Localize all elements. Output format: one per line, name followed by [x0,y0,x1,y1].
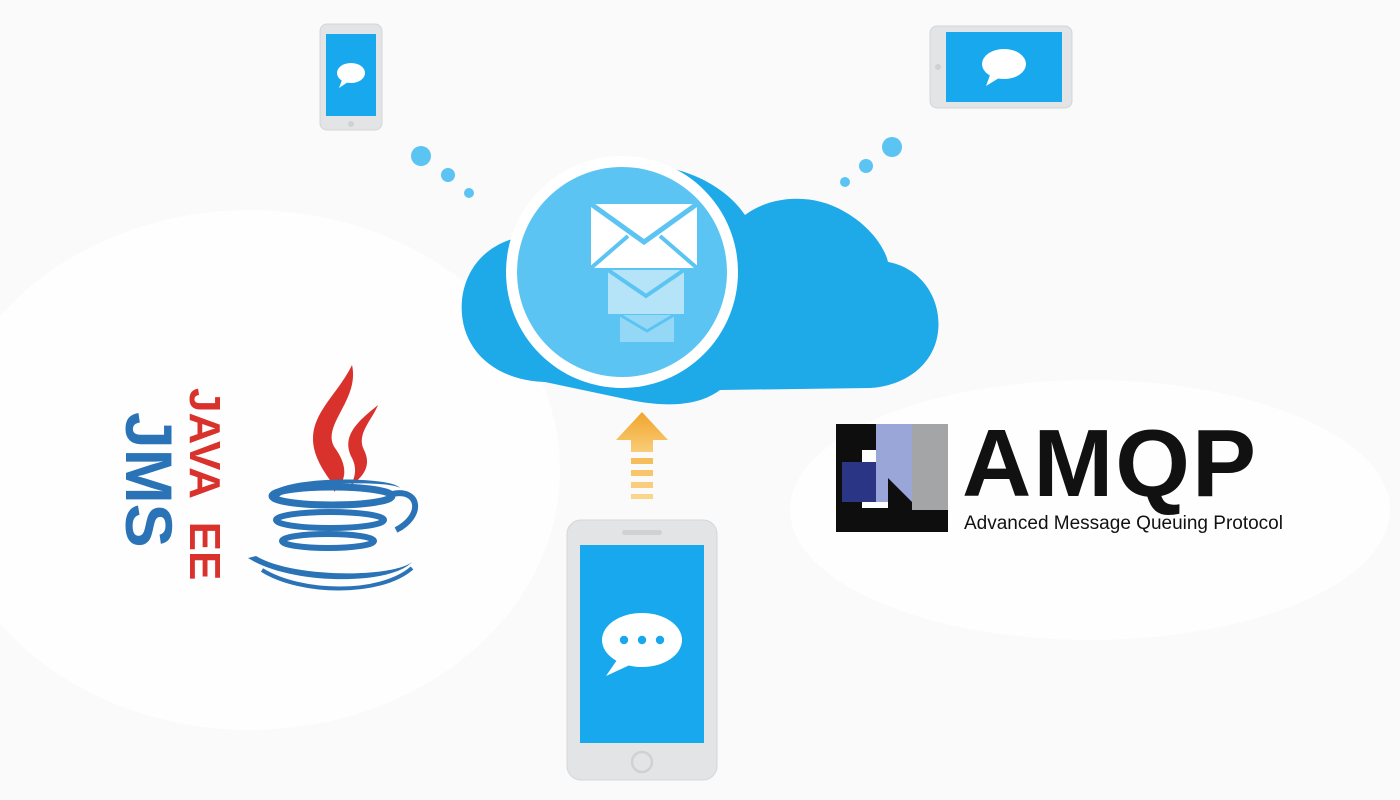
signal-dots-right [840,137,902,187]
chat-bubble-icon [982,49,1026,86]
java-ee-label: JAVA EE [180,388,229,581]
jms-label: JMS [112,412,186,548]
amqp-subtitle: Advanced Message Queuing Protocol [964,513,1283,534]
java-ee-logo: JAVA EE [180,388,229,581]
java-cup-icon [248,365,418,591]
envelope-icon [619,313,675,342]
amqp-title: AMQP [962,410,1258,517]
chat-bubble-icon [337,63,365,88]
cloud-icon [461,156,939,405]
envelope-icon [606,268,686,314]
jms-logo: JMS [112,412,186,552]
chat-bubble-icon [602,613,682,676]
amqp-mark-icon [836,424,948,532]
up-arrow-icon [616,412,668,499]
signal-dots-left [411,146,474,198]
envelope-icon [589,201,699,270]
